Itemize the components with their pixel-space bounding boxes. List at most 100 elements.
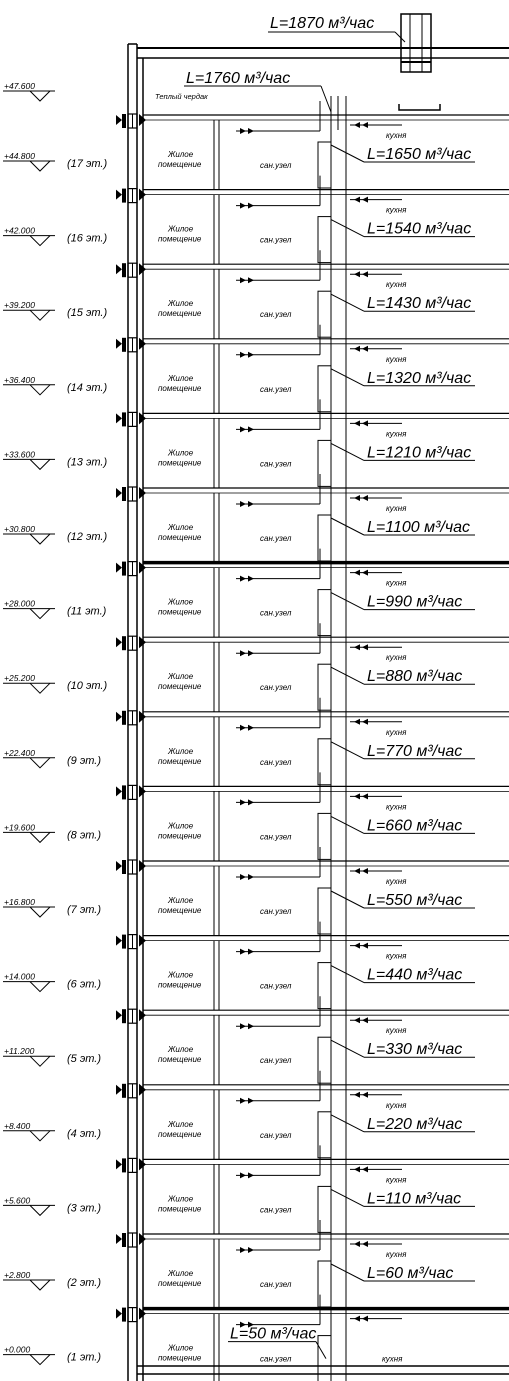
kitchen-label: кухня (386, 1101, 407, 1110)
satellite-duct (317, 365, 332, 413)
floor-elevation-label: +25.200 (4, 673, 35, 683)
floor-number-label: (12 эт.) (67, 531, 107, 543)
floor-flow-label: L=1540 м³/час (367, 221, 471, 238)
kitchen-label: кухня (386, 579, 407, 588)
bathroom-exhaust-arrow-icon (240, 1321, 246, 1328)
satellite-duct (317, 663, 332, 711)
bathroom-exhaust-arrow-icon (248, 575, 254, 582)
kitchen-exhaust-arrow-icon (354, 942, 360, 949)
floor-elevation-label: +19.600 (4, 822, 35, 832)
living-room-label: Жилое (167, 598, 194, 607)
flow-label-leader (330, 741, 365, 760)
living-room-label: Жилое (167, 225, 194, 234)
kitchen-exhaust-arrow-icon (362, 1091, 368, 1098)
window-frame-icon (122, 487, 126, 501)
air-inlet-arrow-icon (116, 1234, 122, 1244)
elevation-marker-icon (29, 1354, 51, 1366)
air-inlet-arrow-icon (116, 488, 122, 498)
flow-label-leader (330, 1263, 365, 1282)
floor-number-label: (11 эт.) (67, 606, 107, 618)
floor-elevation-label: +28.000 (4, 599, 35, 609)
window-frame-icon (122, 1158, 126, 1173)
air-inlet-arrow-icon (116, 1010, 122, 1021)
floor-flow-label: L=110 м³/час (367, 1190, 461, 1207)
air-inlet-arrow-icon (116, 338, 122, 349)
kitchen-label: кухня (386, 1250, 407, 1259)
bathroom-exhaust-arrow-icon (240, 501, 246, 507)
window-frame-icon (122, 561, 126, 576)
air-inlet-arrow-icon (139, 561, 146, 574)
bathroom-exhaust-arrow-icon (248, 1247, 254, 1253)
floor-number-label: (3 эт.) (67, 1202, 101, 1214)
flow-label-leader (330, 666, 365, 685)
elevation-marker-icon (29, 1205, 51, 1217)
floor-elevation-label: +8.400 (4, 1121, 31, 1131)
kitchen-label: кухня (386, 206, 407, 215)
bathroom-label: сан.узел (260, 236, 292, 245)
kitchen-exhaust-arrow-icon (354, 420, 360, 427)
window-frame-icon (122, 188, 126, 203)
kitchen-exhaust-arrow-icon (354, 1017, 360, 1024)
bathroom-exhaust-arrow-icon (248, 1172, 254, 1179)
bathroom-label: сан.узел (260, 310, 292, 319)
air-inlet-arrow-icon (116, 413, 122, 424)
kitchen-exhaust-arrow-icon (354, 495, 360, 501)
floor-flow-label: L=1210 м³/час (367, 444, 471, 461)
living-room-label: помещение (158, 309, 202, 318)
kitchen-exhaust-arrow-icon (354, 569, 360, 576)
attic-flow-label: L=1760 м³/час (186, 70, 290, 87)
window-frame-icon (122, 1307, 126, 1322)
floor-number-label: (8 эт.) (67, 829, 101, 841)
bathroom-label: сан.узел (260, 609, 292, 618)
floor-elevation-label: +5.600 (4, 1195, 31, 1205)
floor-elevation-label: +33.600 (4, 449, 35, 459)
living-room-label: Жилое (167, 448, 194, 457)
kitchen-exhaust-arrow-icon (362, 271, 368, 278)
kitchen-label: кухня (386, 952, 407, 961)
kitchen-exhaust-arrow-icon (354, 271, 360, 278)
bathroom-exhaust-arrow-icon (240, 277, 246, 284)
living-room-label: Жилое (167, 747, 194, 756)
floor-flow-label: L=330 м³/час (367, 1041, 462, 1058)
bathroom-exhaust-arrow-icon (240, 575, 246, 582)
bathroom-exhaust-arrow-icon (248, 351, 254, 358)
air-inlet-arrow-icon (116, 562, 122, 573)
bathroom-exhaust-arrow-icon (240, 202, 246, 209)
living-room-label: Жилое (167, 374, 194, 383)
bathroom-exhaust-arrow-icon (240, 650, 246, 657)
living-room-label: помещение (158, 757, 202, 766)
kitchen-exhaust-arrow-icon (362, 495, 368, 501)
floor-elevation-label: +42.000 (4, 226, 35, 236)
floor-flow-label: L=550 м³/час (367, 892, 462, 909)
living-room-label: Жилое (167, 1269, 194, 1278)
floor-elevation-label: +22.400 (4, 748, 35, 758)
kitchen-label: кухня (386, 802, 407, 811)
flow-label-leader (330, 1188, 365, 1207)
air-inlet-arrow-icon (116, 1084, 122, 1095)
living-room-label: помещение (158, 458, 202, 467)
flow-label-leader (315, 1341, 327, 1359)
elevation-marker-icon (29, 981, 51, 993)
elevation-marker-icon (29, 832, 51, 844)
floor-number-label: (14 эт.) (67, 382, 107, 394)
kitchen-exhaust-arrow-icon (362, 420, 368, 427)
roof-elevation-marker (29, 90, 51, 102)
window-frame-icon (122, 263, 126, 278)
floor-flow-label: L=440 м³/час (367, 967, 462, 984)
bathroom-label: сан.узел (260, 385, 292, 394)
kitchen-label: кухня (386, 131, 407, 140)
bathroom-label: сан.узел (260, 832, 292, 841)
living-room-label: помещение (158, 1204, 202, 1213)
flow-label-leader (330, 144, 365, 163)
air-inlet-arrow-icon (116, 861, 122, 871)
satellite-duct (317, 439, 332, 487)
satellite-duct (317, 1111, 332, 1159)
elevation-marker-icon (29, 384, 51, 396)
